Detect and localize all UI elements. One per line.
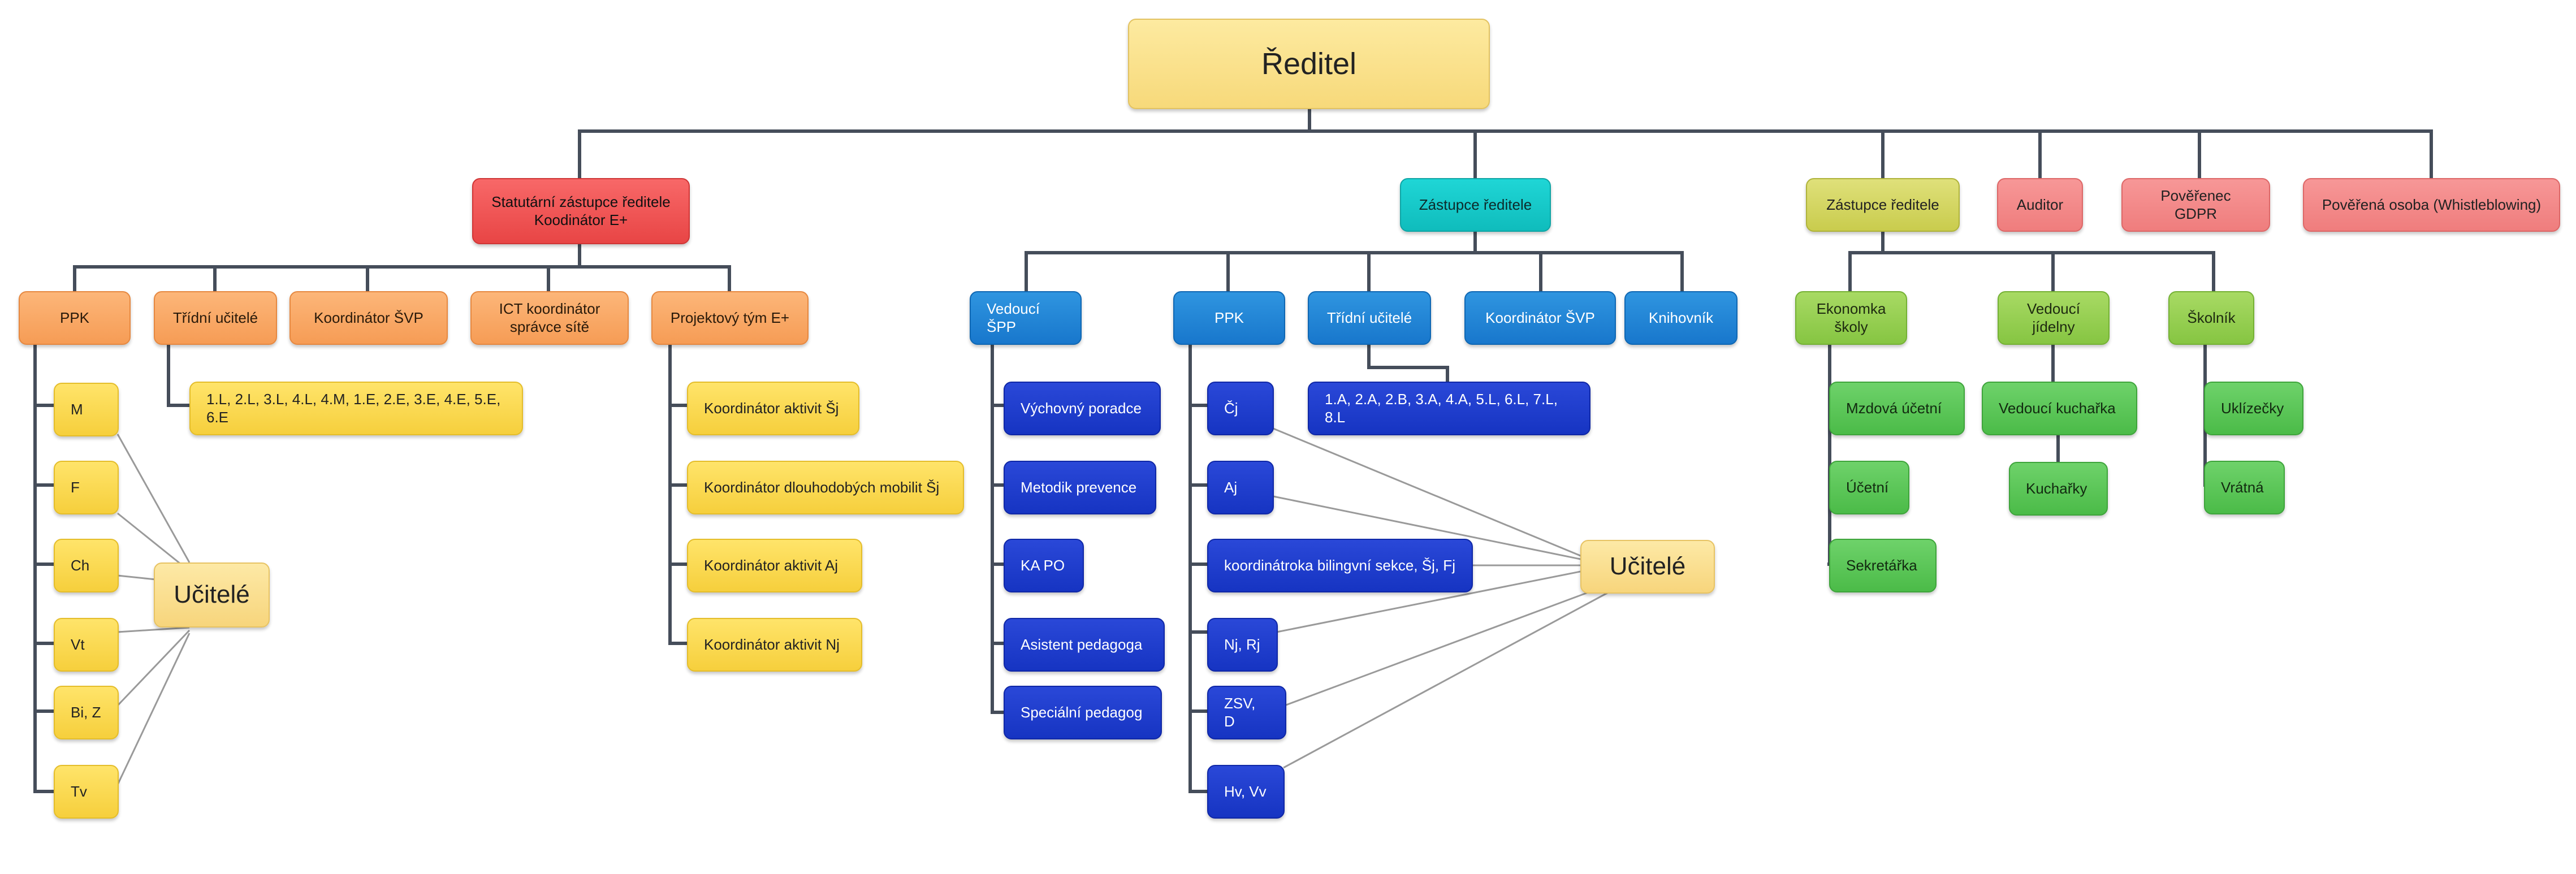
- center-class-teachers-node: Třídní učitelé: [1308, 291, 1431, 345]
- project-item-node: Koordinátor aktivit Nj: [687, 618, 862, 672]
- caretaker-item-node: Vrátná: [2204, 461, 2285, 514]
- subject-node: Tv: [54, 765, 119, 819]
- spp-head-node: Vedoucí ŠPP: [970, 291, 1082, 345]
- subject-node: Aj: [1207, 461, 1274, 514]
- connector: [668, 343, 689, 645]
- spp-item-node: Asistent pedagoga: [1004, 618, 1165, 672]
- teacher-link: [116, 629, 191, 707]
- whistleblowing-officer-node: Pověřená osoba (Whistleblowing): [2303, 178, 2560, 232]
- connector: [1367, 343, 1449, 384]
- spp-item-node: Speciální pedagog: [1004, 686, 1162, 739]
- teacher-link: [117, 512, 190, 572]
- gdpr-officer-node: Pověřenec GDPR: [2121, 178, 2270, 232]
- subject-node: Hv, Vv: [1207, 765, 1285, 819]
- project-item-node: Koordinátor dlouhodobých mobilit Šj: [687, 461, 964, 514]
- statutory-deputy-node: Statutární zástupce ředitele Koodinátor …: [472, 178, 690, 244]
- project-item-node: Koordinátor aktivit Aj: [687, 539, 862, 592]
- left-classes-node: 1.L, 2.L, 3.L, 4.L, 4.M, 1.E, 2.E, 3.E, …: [189, 382, 523, 435]
- caretaker-node: Školník: [2168, 291, 2254, 345]
- ict-coordinator-node: ICT koordinátor správce sítě: [470, 291, 629, 345]
- spp-item-node: Výchovný poradce: [1004, 382, 1161, 435]
- cooks-node: Kuchařky: [2009, 462, 2108, 516]
- subject-node: Čj: [1207, 382, 1274, 435]
- economist-item-node: Sekretářka: [1829, 539, 1937, 592]
- deputy-director-right-node: Zástupce ředitele: [1806, 178, 1960, 232]
- teacher-link: [116, 633, 191, 785]
- librarian-node: Knihovník: [1624, 291, 1737, 345]
- subject-node: ZSV, D: [1207, 686, 1286, 739]
- center-ppk-node: PPK: [1173, 291, 1285, 345]
- teacher-link: [1284, 587, 1601, 707]
- center-svp-coordinator-node: Koordinátor ŠVP: [1464, 291, 1616, 345]
- economist-item-node: Mzdová účetní: [1829, 382, 1965, 435]
- left-teachers-node: Učitelé: [154, 563, 270, 628]
- left-class-teachers-node: Třídní učitelé: [154, 291, 277, 345]
- teacher-link: [1283, 590, 1612, 769]
- teacher-link: [116, 434, 191, 563]
- teacher-link: [1273, 427, 1584, 558]
- connector: [991, 343, 1005, 714]
- teacher-link: [117, 574, 156, 581]
- economist-item-node: Účetní: [1829, 461, 1909, 514]
- subject-node: Nj, Rj: [1207, 618, 1278, 672]
- connector: [1188, 343, 1209, 793]
- left-ppk-node: PPK: [19, 291, 131, 345]
- canteen-head-node: Vedoucí jídelny: [1998, 291, 2110, 345]
- subject-node: M: [54, 383, 119, 436]
- connector: [33, 343, 55, 793]
- economist-node: Ekonomka školy: [1795, 291, 1907, 345]
- subject-node: koordinátroka bilingvní sekce, Šj, Fj: [1207, 539, 1473, 592]
- spp-item-node: Metodik prevence: [1004, 461, 1156, 514]
- spp-item-node: KA PO: [1004, 539, 1084, 592]
- head-cook-node: Vedoucí kuchařka: [1982, 382, 2137, 435]
- subject-node: Vt: [54, 618, 119, 672]
- center-teachers-node: Učitelé: [1580, 540, 1715, 594]
- left-svp-coordinator-node: Koordinátor ŠVP: [289, 291, 448, 345]
- caretaker-item-node: Uklízečky: [2204, 382, 2303, 435]
- teacher-link: [1276, 570, 1584, 633]
- deputy-director-center-node: Zástupce ředitele: [1400, 178, 1551, 232]
- teacher-link: [117, 626, 190, 633]
- subject-node: F: [54, 461, 119, 514]
- center-classes-node: 1.A, 2.A, 2.B, 3.A, 4.A, 5.L, 6.L, 7.L, …: [1308, 382, 1590, 435]
- connector: [167, 343, 191, 407]
- project-team-node: Projektový tým E+: [651, 291, 809, 345]
- subject-node: Bi, Z: [54, 686, 119, 739]
- auditor-node: Auditor: [1997, 178, 2083, 232]
- teacher-link: [1273, 495, 1584, 561]
- director-node: Ředitel: [1128, 19, 1490, 109]
- project-item-node: Koordinátor aktivit Šj: [687, 382, 859, 435]
- subject-node: Ch: [54, 539, 119, 592]
- teacher-links: [116, 427, 1612, 785]
